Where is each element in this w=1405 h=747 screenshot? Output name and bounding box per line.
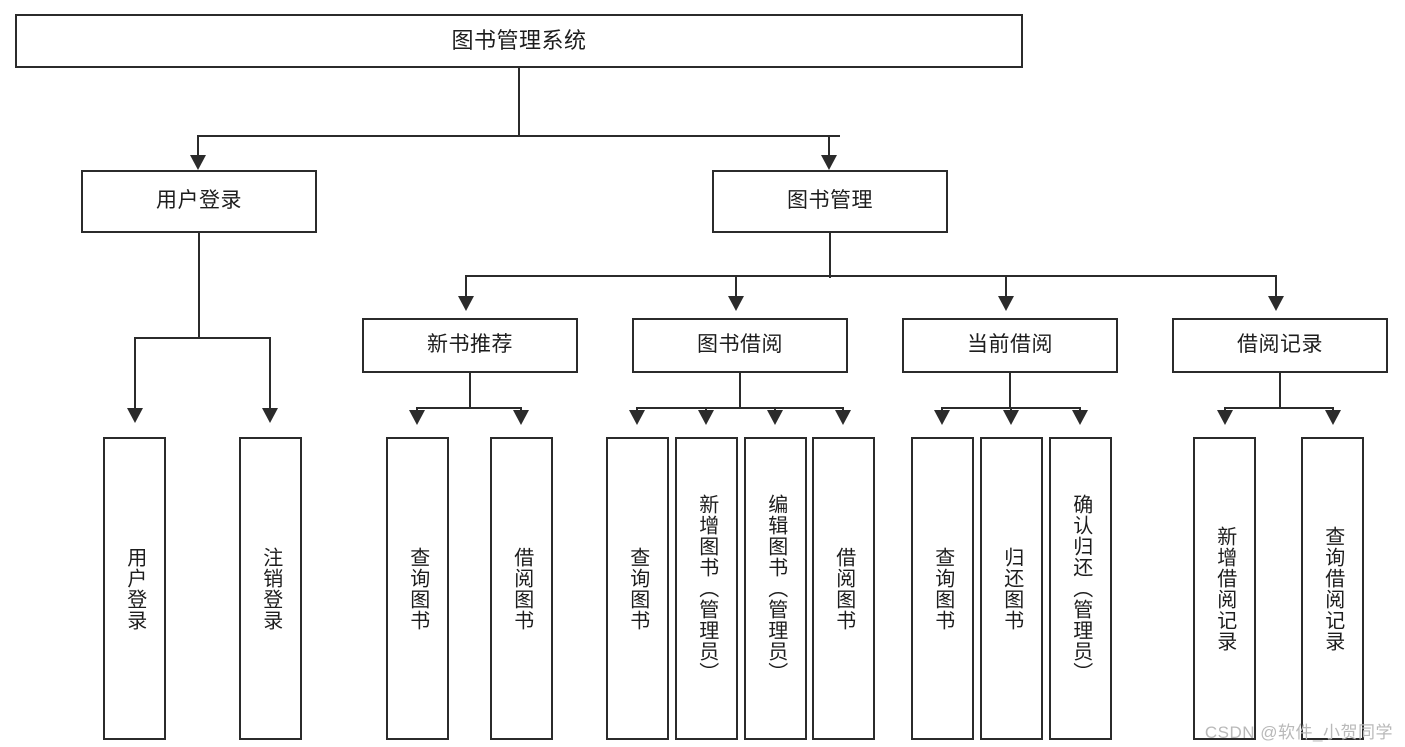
connector-borrow-record-stem [1279,373,1282,409]
connector-book-manage-drop-4 [1275,275,1278,301]
arrow-to-leaf-query-book-1 [409,410,425,425]
node-label: 用户登录 [123,546,146,631]
connector-new-book-bus [416,407,522,410]
node-label: 图书借阅 [697,333,783,357]
connector-book-manage-drop-2 [735,275,738,301]
arrow-to-leaf-return-book [1003,410,1019,425]
connector-user-login-drop-1 [134,337,137,413]
node-root-library-system[interactable]: 图书管理系统 [15,14,1023,68]
node-label: 查询借阅记录 [1321,525,1344,652]
leaf-return-book[interactable]: 归还图书 [980,437,1043,740]
connector-book-borrow-bus [636,407,844,410]
arrow-to-book-borrow [728,296,744,311]
leaf-edit-book-admin[interactable]: 编辑图书（管理员） [744,437,807,740]
node-label: 新书推荐 [427,333,513,357]
connector-root-bus [197,135,840,138]
arrow-to-leaf-query-book-2 [629,410,645,425]
connector-user-login-bus [134,337,270,340]
arrow-to-leaf-borrow-book-1 [513,410,529,425]
arrow-to-leaf-confirm-return [1072,410,1088,425]
arrow-to-leaf-borrow-book-2 [835,410,851,425]
connector-book-borrow-stem [739,373,742,409]
connector-user-login-drop-2 [269,337,272,413]
node-label: 用户登录 [156,189,242,213]
connector-root-stem [518,67,521,137]
arrow-to-user-login [190,155,206,170]
node-label: 新增借阅记录 [1213,525,1236,652]
node-label: 编辑图书（管理员） [764,494,787,683]
arrow-to-leaf-user-login [127,408,143,423]
connector-book-manage-stem [829,233,832,278]
leaf-add-borrow-record[interactable]: 新增借阅记录 [1193,437,1256,740]
node-label: 查询图书 [406,546,429,631]
node-book-borrow[interactable]: 图书借阅 [632,318,848,373]
leaf-logout[interactable]: 注销登录 [239,437,302,740]
node-label: 当前借阅 [967,333,1053,357]
connector-current-borrow-stem [1009,373,1012,409]
node-label: 确认归还（管理员） [1069,494,1092,683]
node-label: 新增图书（管理员） [695,494,718,683]
leaf-borrow-book-recommend[interactable]: 借阅图书 [490,437,553,740]
leaf-user-login[interactable]: 用户登录 [103,437,166,740]
connector-book-manage-bus [465,275,1277,278]
connector-root-to-book-manage [828,135,831,162]
node-current-borrow[interactable]: 当前借阅 [902,318,1118,373]
connector-user-login-stem [198,233,201,339]
node-user-login[interactable]: 用户登录 [81,170,317,233]
arrow-to-current-borrow [998,296,1014,311]
arrow-to-leaf-logout [262,408,278,423]
connector-book-manage-drop-1 [465,275,468,301]
node-label: 查询图书 [626,546,649,631]
node-new-book-recommend[interactable]: 新书推荐 [362,318,578,373]
leaf-confirm-return-admin[interactable]: 确认归还（管理员） [1049,437,1112,740]
node-label: 查询图书 [931,546,954,631]
leaf-query-book-recommend[interactable]: 查询图书 [386,437,449,740]
node-label: 借阅图书 [510,546,533,631]
leaf-query-book-current[interactable]: 查询图书 [911,437,974,740]
node-label: 图书管理系统 [451,28,587,54]
arrow-to-borrow-record [1268,296,1284,311]
arrow-to-book-manage [821,155,837,170]
node-borrow-record[interactable]: 借阅记录 [1172,318,1388,373]
connector-borrow-record-bus [1224,407,1334,410]
arrow-to-leaf-edit-book [767,410,783,425]
connector-new-book-stem [469,373,472,409]
node-label: 图书管理 [787,189,873,213]
connector-root-to-user-login [197,135,200,162]
arrow-to-leaf-query-record [1325,410,1341,425]
arrow-to-new-book-recommend [458,296,474,311]
leaf-query-book-borrow[interactable]: 查询图书 [606,437,669,740]
node-book-management[interactable]: 图书管理 [712,170,948,233]
node-label: 归还图书 [1000,546,1023,631]
arrow-to-leaf-query-book-3 [934,410,950,425]
node-label: 注销登录 [259,546,282,631]
node-label: 借阅图书 [832,546,855,631]
leaf-borrow-book[interactable]: 借阅图书 [812,437,875,740]
leaf-add-book-admin[interactable]: 新增图书（管理员） [675,437,738,740]
arrow-to-leaf-add-record [1217,410,1233,425]
leaf-query-borrow-record[interactable]: 查询借阅记录 [1301,437,1364,740]
node-label: 借阅记录 [1237,333,1323,357]
connector-book-manage-drop-3 [1005,275,1008,301]
arrow-to-leaf-add-book [698,410,714,425]
